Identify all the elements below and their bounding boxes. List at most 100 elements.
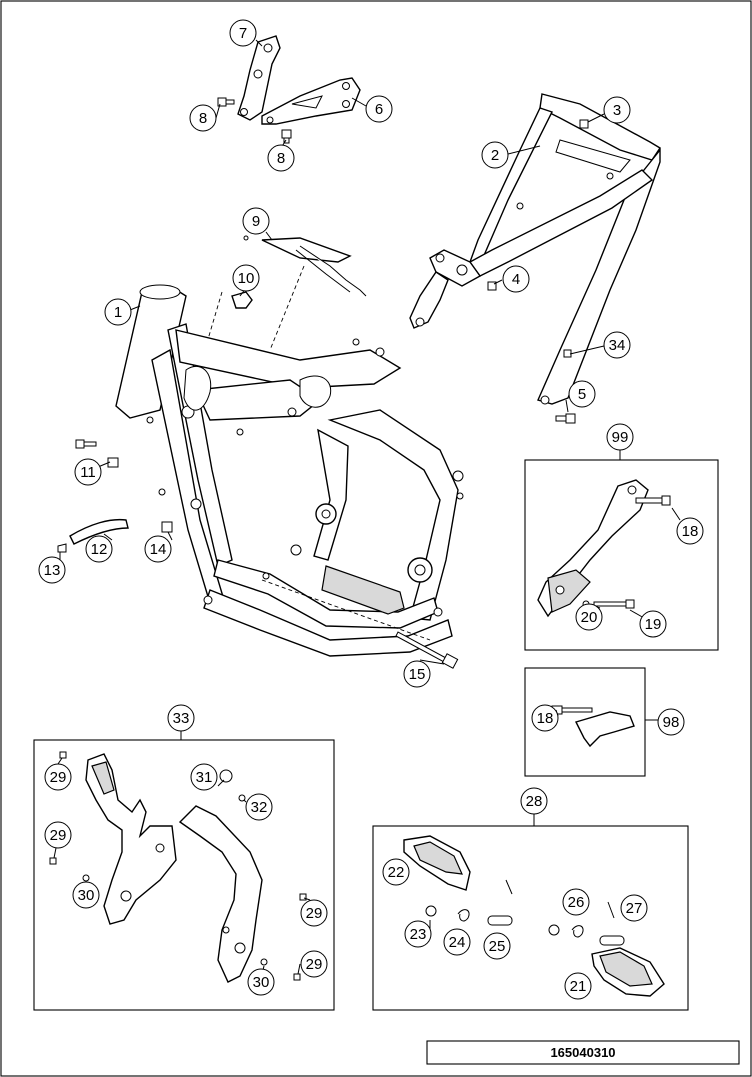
callout-25: 25	[483, 932, 511, 960]
footrest-22	[403, 835, 471, 891]
callout-4: 4	[502, 265, 530, 293]
footrest-box-28	[372, 825, 689, 1011]
main-frame-1	[115, 284, 464, 657]
svg-text:19: 19	[645, 616, 662, 633]
leader-dash-15	[261, 579, 431, 641]
callout-5: 5	[568, 380, 596, 408]
svg-text:1: 1	[114, 304, 122, 321]
callout-22: 22	[382, 858, 410, 886]
bolt-8b	[281, 129, 292, 144]
callout-6: 6	[365, 95, 393, 123]
chain-slider-guide-98	[551, 705, 635, 748]
callout-30b: 30	[247, 968, 275, 996]
hose-part-9	[243, 235, 367, 297]
callout-10: 10	[232, 264, 260, 292]
leader-dash-9	[269, 265, 305, 351]
callout-29c: 29	[300, 899, 328, 927]
svg-text:3: 3	[613, 102, 621, 119]
callout-26: 26	[562, 888, 590, 916]
bolt-15	[395, 631, 459, 669]
chain-slider-guide-99	[537, 479, 671, 618]
subframe-2	[409, 93, 661, 405]
svg-text:5: 5	[578, 386, 586, 403]
svg-text:31: 31	[196, 769, 213, 786]
svg-text:30: 30	[253, 974, 270, 991]
callout-19: 19	[639, 610, 667, 638]
callout-12: 12	[85, 535, 113, 563]
svg-text:33: 33	[173, 710, 190, 727]
svg-text:14: 14	[150, 541, 167, 558]
callout-31: 31	[190, 763, 218, 791]
reference-number-box: 165040310	[426, 1040, 740, 1065]
svg-text:6: 6	[375, 101, 383, 118]
svg-text:99: 99	[612, 429, 629, 446]
svg-text:27: 27	[626, 900, 643, 917]
callout-8a: 8	[189, 104, 217, 132]
svg-text:22: 22	[388, 864, 405, 881]
callout-29a: 29	[44, 763, 72, 791]
svg-text:26: 26	[568, 894, 585, 911]
callout-9: 9	[242, 207, 270, 235]
callout-99: 99	[606, 423, 634, 451]
chain-slider-guide-box-98	[524, 667, 646, 777]
clamp-13	[57, 543, 67, 553]
callout-29d: 29	[300, 950, 328, 978]
callout-11: 11	[74, 458, 102, 486]
callout-18a: 18	[676, 517, 704, 545]
svg-text:24: 24	[449, 934, 466, 951]
callout-13: 13	[38, 556, 66, 584]
callout-24: 24	[443, 928, 471, 956]
callout-18b: 18	[531, 704, 559, 732]
frame-protector-right	[178, 805, 263, 983]
svg-text:21: 21	[570, 978, 587, 995]
bolt-4	[487, 281, 497, 291]
callout-8b: 8	[267, 144, 295, 172]
svg-text:29: 29	[306, 956, 323, 973]
frame-protector-box-33	[33, 739, 335, 1011]
callout-15: 15	[403, 660, 431, 688]
svg-text:2: 2	[491, 147, 499, 164]
callout-33: 33	[167, 704, 195, 732]
svg-text:7: 7	[239, 25, 247, 42]
callout-3: 3	[603, 96, 631, 124]
callout-20: 20	[575, 603, 603, 631]
fasteners-33	[49, 751, 307, 981]
svg-text:9: 9	[252, 213, 260, 230]
svg-text:29: 29	[306, 905, 323, 922]
callout-32: 32	[245, 793, 273, 821]
svg-text:20: 20	[581, 609, 598, 626]
engine-bracket-7	[237, 35, 281, 121]
svg-text:18: 18	[682, 523, 699, 540]
bolt-5	[555, 413, 576, 424]
engine-bracket-6	[261, 77, 361, 125]
reference-number: 165040310	[550, 1045, 615, 1060]
svg-text:8: 8	[277, 150, 285, 167]
frame-protector-left	[85, 753, 177, 925]
svg-text:15: 15	[409, 666, 426, 683]
callout-28: 28	[520, 787, 548, 815]
footrest-21	[591, 947, 665, 997]
svg-text:8: 8	[199, 110, 207, 127]
svg-text:4: 4	[512, 271, 520, 288]
svg-text:18: 18	[537, 710, 554, 727]
chain-slider-guide-box-99	[524, 459, 719, 651]
svg-text:32: 32	[251, 799, 268, 816]
svg-text:29: 29	[50, 769, 67, 786]
bolt-14	[161, 521, 173, 533]
callout-98: 98	[657, 708, 685, 736]
callout-27: 27	[620, 894, 648, 922]
svg-text:23: 23	[410, 926, 427, 943]
callout-1: 1	[104, 298, 132, 326]
callout-30a: 30	[72, 881, 100, 909]
clip-10	[231, 291, 253, 309]
bolt-3	[579, 119, 589, 129]
svg-text:34: 34	[609, 337, 626, 354]
svg-text:11: 11	[80, 464, 96, 481]
svg-text:12: 12	[91, 541, 108, 558]
callout-21: 21	[564, 972, 592, 1000]
svg-text:28: 28	[526, 793, 543, 810]
svg-text:30: 30	[78, 887, 95, 904]
